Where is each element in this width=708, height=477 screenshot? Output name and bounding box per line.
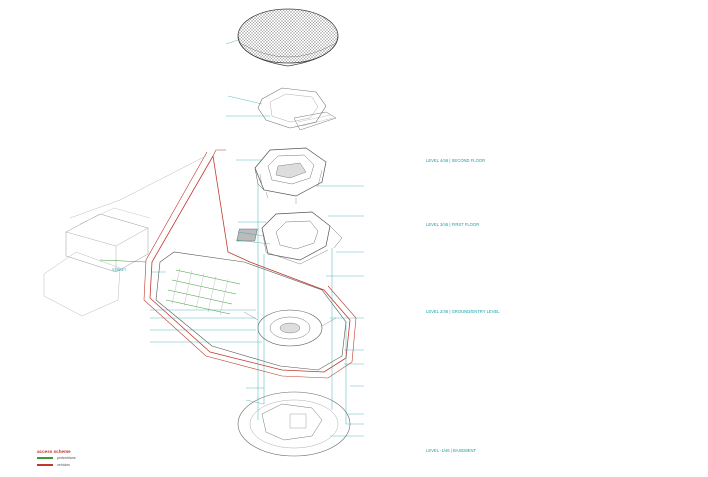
level-title-basement: LEVEL -1/46 | BASEMENT (426, 448, 477, 453)
level-title-ground-level: LEVEL 2/46 | GROUND/ENTRY LEVEL (426, 309, 500, 314)
level-title-first-floor: LEVEL 3/46 | FIRST FLOOR (426, 222, 480, 227)
level-title-second-floor: LEVEL 4/46 | SECOND FLOOR (426, 158, 486, 163)
legend-title: access scheme (37, 449, 71, 454)
legend-item-vehicles: vehicles (37, 463, 70, 467)
second-floor (254, 147, 327, 204)
roof-dome (237, 8, 339, 67)
vertical-alignment-lines (257, 184, 347, 424)
leader-lines-right (316, 185, 364, 437)
vehicles-swatch (37, 464, 53, 466)
neighbour-buildings (43, 149, 226, 317)
basement-level (237, 391, 351, 457)
pedestrian-swatch (37, 457, 53, 459)
ground-level (143, 151, 357, 379)
legend-item-pedestrians: pedestrians (37, 456, 76, 460)
catwalk-level (257, 87, 337, 131)
site-label: STREET (112, 268, 127, 272)
leader-lines-left (150, 39, 271, 405)
legend-label-vehicles: vehicles (57, 463, 70, 467)
legend-label-pedestrians: pedestrians (57, 456, 76, 460)
first-floor (236, 211, 343, 265)
